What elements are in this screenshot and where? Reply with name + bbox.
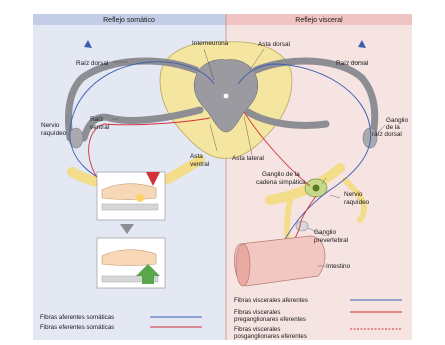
label-asta-dorsal: Asta dorsal	[258, 41, 290, 48]
label-asta-ventral-1: Asta	[190, 153, 203, 160]
legend-visceral-post-text-2: posganglionares eferentes	[234, 333, 307, 340]
central-canal	[224, 94, 229, 99]
label-interneurona: Interneurona	[192, 40, 229, 47]
label-raiz-dorsal-right: Raíz dorsal	[336, 60, 368, 67]
label-ganglio-cadena-1: Ganglio de la	[262, 171, 300, 178]
label-raiz-ventral-2: ventral	[90, 124, 109, 131]
prevertebral-ganglion	[296, 221, 308, 231]
hand-withdrawal-illustration	[97, 238, 165, 288]
legend-somatic-afferent-text: Fibras aferentes somáticas	[40, 314, 114, 321]
label-nervio-raquideo-right-1: Nervio	[344, 191, 363, 198]
label-ganglio-prevertebral-1: Ganglio	[314, 229, 336, 236]
header-somatic: Reflejo somático	[103, 17, 155, 24]
label-asta-ventral-2: ventral	[190, 161, 209, 168]
stimulus-spark-icon	[136, 194, 144, 202]
label-raiz-dorsal-left: Raíz dorsal	[76, 60, 108, 67]
legend-somatic-efferent-text: Fibras eferentes somáticas	[40, 324, 114, 331]
sympathetic-ganglion-cell	[313, 185, 320, 192]
label-intestino: Intestino	[326, 263, 351, 270]
hand-stimulus-illustration	[97, 172, 165, 220]
label-ganglio-raiz-1: Ganglio	[386, 117, 408, 124]
label-ganglio-prevertebral-2: prevertebral	[314, 237, 348, 244]
label-nervio-raquideo-left-2: raquídeo	[41, 130, 67, 137]
label-ganglio-cadena-2: cadena simpática	[256, 179, 306, 186]
label-nervio-raquideo-right-2: raquídeo	[344, 199, 370, 206]
legend-visceral-post-text-1: Fibras viscerales	[234, 326, 280, 333]
legend-visceral-pre-text-1: Fibras viscerales	[234, 309, 280, 316]
header-visceral: Reflejo visceral	[295, 17, 343, 24]
label-ganglio-raiz-3: raíz dorsal	[372, 131, 402, 138]
label-ganglio-raiz-2: de la	[386, 124, 400, 131]
legend-visceral-afferent-text: Fibras viscerales aferentes	[234, 297, 308, 304]
label-nervio-raquideo-left-1: Nervio	[41, 122, 60, 129]
label-asta-lateral: Asta lateral	[232, 155, 264, 162]
label-raiz-ventral-1: Raíz	[90, 116, 103, 123]
legend-visceral-pre-text-2: preganglionares eferentes	[234, 316, 306, 323]
